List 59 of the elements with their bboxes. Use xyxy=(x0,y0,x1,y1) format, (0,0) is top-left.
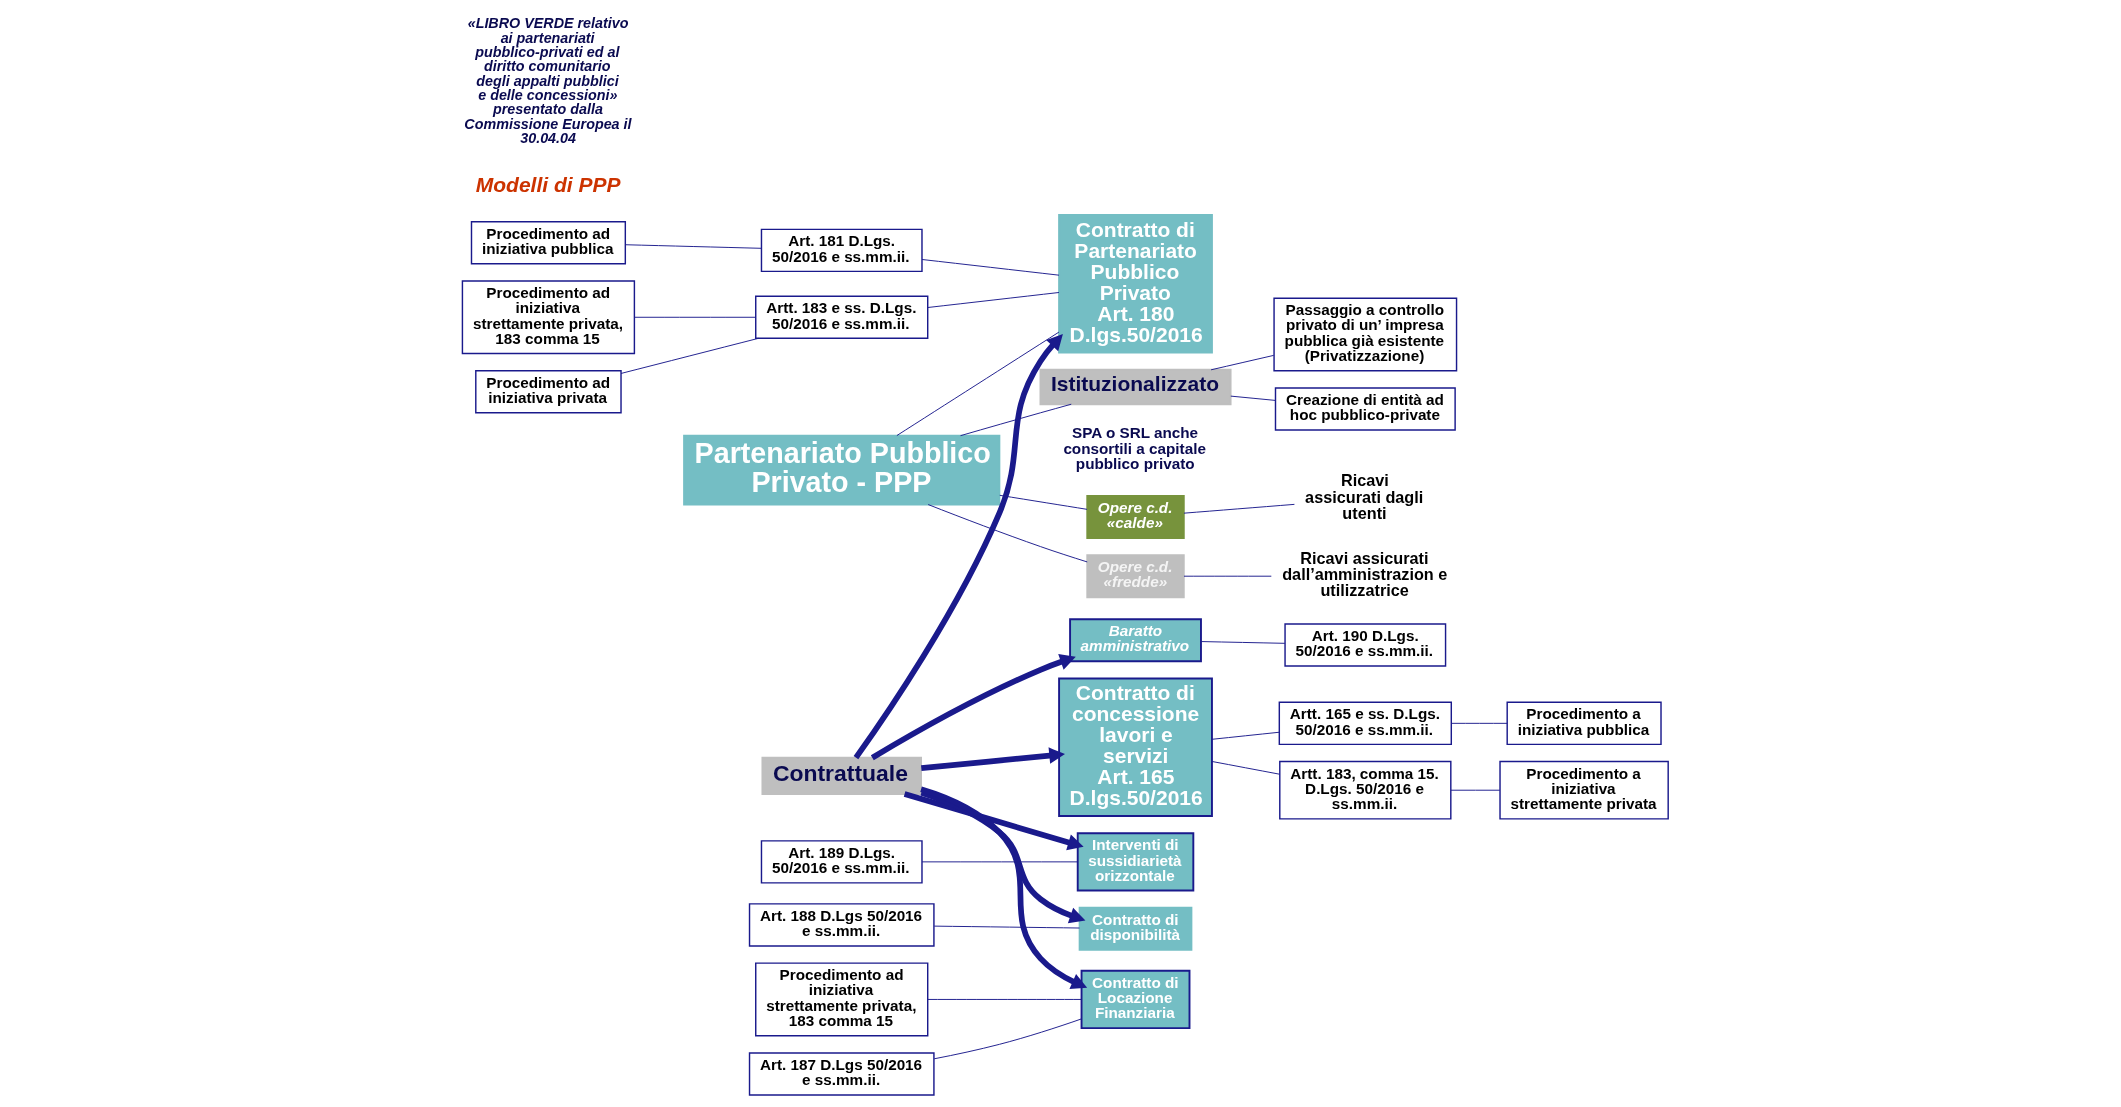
node-box: Istituzionalizzato xyxy=(1039,368,1232,406)
node-box: Art. 181 D.Lgs. 50/2016 e ss.mm.ii. xyxy=(760,228,923,273)
node-box: Contrattuale xyxy=(760,756,922,795)
connector xyxy=(959,403,1072,437)
node-box: Contratto di concessione lavori e servizi Art. 165 D.lgs.50/2016 xyxy=(1057,677,1213,817)
connector xyxy=(921,861,1078,863)
node-box: Baratto amministrativo xyxy=(1068,618,1202,663)
node-box: Partenariato Pubblico Privato - PPP xyxy=(682,434,1000,506)
node-box: Procedimento a iniziativa strettamente privata xyxy=(1498,760,1669,820)
connector xyxy=(1211,761,1280,775)
connector xyxy=(926,998,1082,1000)
arrow xyxy=(920,747,1065,771)
connector xyxy=(620,337,759,374)
node-box: Procedimento ad iniziativa pubblica xyxy=(470,221,626,265)
connector xyxy=(1210,354,1274,371)
arrow xyxy=(903,791,1084,851)
connector xyxy=(926,292,1059,308)
arrow xyxy=(919,786,1087,990)
node-box: Passaggio a controllo privato di un’ impresa pubblica già esistente (Privatizzazione) xyxy=(1272,297,1457,372)
connector xyxy=(933,1018,1082,1060)
connector xyxy=(1200,641,1285,644)
node-box: Interventi di sussidiarietà orizzontale xyxy=(1076,832,1194,892)
node-label: SPA o SRL anche consortili a capitale pubblico privato xyxy=(1062,424,1206,472)
connector xyxy=(933,925,1080,929)
node-box: Art. 189 D.Lgs. 50/2016 e ss.mm.ii. xyxy=(760,840,923,884)
node-box: Artt. 183 e ss. D.Lgs. 50/2016 e ss.mm.ii. xyxy=(754,295,928,339)
connector xyxy=(633,316,756,318)
node-box: Art. 187 D.Lgs 50/2016 e ss.mm.ii. xyxy=(748,1052,935,1096)
connector xyxy=(1183,503,1295,514)
node-box: Contratto di Locazione Finanziaria xyxy=(1080,969,1190,1030)
connector xyxy=(1211,731,1280,740)
node-box: Creazione di entità ad hoc pubblico-private xyxy=(1274,387,1456,431)
node-box: Artt. 165 e ss. D.Lgs. 50/2016 e ss.mm.ii. xyxy=(1278,701,1452,746)
node-box: Procedimento ad iniziativa strettamente privata, 183 comma 15 xyxy=(754,962,928,1037)
connector xyxy=(624,244,762,249)
node-text: Ricavi assicurati dall’amministrazion e utilizzatrice xyxy=(1281,548,1447,600)
node-box: Procedimento a iniziativa pubblica xyxy=(1505,701,1662,746)
node-box: Opere c.d. «calde» xyxy=(1085,495,1185,539)
connector xyxy=(1183,575,1272,577)
connector xyxy=(927,504,1088,563)
node-box: Procedimento ad iniziativa privata xyxy=(474,370,622,414)
arrow xyxy=(853,334,1063,760)
connector xyxy=(1450,722,1508,724)
connector xyxy=(1450,789,1500,791)
arrow xyxy=(870,654,1076,761)
node-box: Art. 188 D.Lgs 50/2016 e ss.mm.ii. xyxy=(748,903,935,947)
label: «LIBRO VERDE relativo ai partenariati pubblico-privati ed al diritto comunitario degli appalti pubblici e delle concessioni» presentato dalla Commissione Europea il 30.04.04 xyxy=(463,15,632,146)
connector xyxy=(921,259,1059,276)
node-box: Contratto di disponibilità xyxy=(1078,906,1192,951)
node-text: Ricavi assicurati dagli utenti xyxy=(1304,471,1423,522)
node-box: Art. 190 D.Lgs. 50/2016 e ss.mm.ii. xyxy=(1283,623,1446,667)
arrow xyxy=(919,790,1085,924)
node-box: Contratto di Partenariato Pubblico Privato Art. 180 D.lgs.50/2016 xyxy=(1057,214,1213,354)
connector xyxy=(1229,395,1276,401)
node-box: Procedimento ad iniziativa strettamente privata, 183 comma 15 xyxy=(461,280,635,355)
connector xyxy=(895,331,1059,436)
connector xyxy=(998,494,1087,510)
label: Modelli di PPP xyxy=(475,172,620,196)
node-box: Artt. 183, comma 15. D.Lgs. 50/2016 e ss.mm.ii. xyxy=(1278,760,1452,820)
